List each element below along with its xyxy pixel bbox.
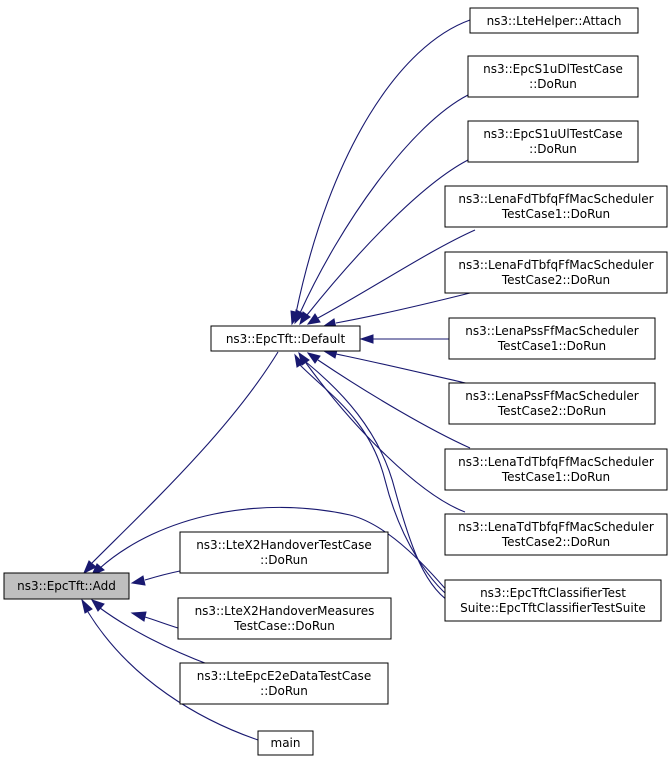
node-classifier-label-2: Suite::EpcTftClassifierTestSuite [460, 601, 646, 615]
node-x2hom-label-2: TestCase::DoRun [233, 619, 335, 633]
node-lenapss2-label-2: TestCase2::DoRun [497, 404, 606, 418]
node-lenapss1-label-1: ns3::LenaPssFfMacScheduler [465, 324, 638, 338]
edge-e2e-to-add [99, 607, 211, 666]
node-lenapss2-label-1: ns3::LenaPssFfMacScheduler [465, 389, 638, 403]
edge-fdtbfq1-to-default [317, 229, 476, 319]
node-lenatdtbfq2-label-1: ns3::LenaTdTbfqFfMacScheduler [458, 520, 654, 534]
arrow-s1udl-to-default [294, 309, 305, 325]
node-lenafdtbfq1-label-1: ns3::LenaFdTbfqFfMacScheduler [458, 192, 653, 206]
node-epctft-default-label: ns3::EpcTft::Default [226, 332, 346, 346]
edge-fdtbfq2-to-default [335, 292, 471, 324]
node-ltex2handovermeasures-testcase[interactable]: ns3::LteX2HandoverMeasures TestCase::DoR… [177, 597, 392, 640]
edge-x2hom-to-add [144, 616, 179, 629]
node-lenafdtbfq2-label-2: TestCase2::DoRun [501, 273, 610, 287]
node-lenafdtbfq1-label-2: TestCase1::DoRun [501, 207, 610, 221]
node-epcs1uul-testcase[interactable]: ns3::EpcS1uUlTestCase ::DoRun [467, 120, 639, 163]
arrow-s1uul-to-default [299, 311, 311, 326]
edge-classifier-to-add [99, 506, 461, 607]
arrow-e2e-to-add [90, 599, 105, 612]
node-lenafdtbfq-testcase2[interactable]: ns3::LenaFdTbfqFfMacScheduler TestCase2:… [444, 251, 668, 294]
node-epctftclassifier-testsuite[interactable]: ns3::EpcTftClassifierTest Suite::EpcTftC… [444, 579, 662, 622]
node-epctft-default[interactable]: ns3::EpcTft::Default [210, 325, 361, 352]
graph-nodes: ns3::EpcTft::Add ns3::EpcTft::Default ns… [3, 7, 668, 756]
node-main[interactable]: main [257, 730, 314, 756]
edge-x2ho-to-add [144, 570, 181, 581]
arrow-tdtbfq1-to-default [306, 352, 321, 364]
graph-edges [81, 19, 476, 741]
arrow-x2ho-to-add [130, 575, 146, 586]
edge-pss2-to-default [335, 353, 471, 385]
arrow-x2hom-to-add [130, 611, 147, 622]
node-ltehelper-attach[interactable]: ns3::LteHelper::Attach [469, 7, 639, 34]
node-lenatdtbfq1-label-2: TestCase1::DoRun [501, 470, 610, 484]
node-ltex2handover-testcase[interactable]: ns3::LteX2HandoverTestCase ::DoRun [179, 531, 389, 574]
node-ltehelper-attach-label: ns3::LteHelper::Attach [487, 14, 622, 28]
node-epcs1udl-label-2: ::DoRun [529, 77, 577, 91]
node-lenatdtbfq2-label-2: TestCase2::DoRun [501, 535, 610, 549]
edge-attach-to-default [295, 19, 471, 314]
edge-s1uul-to-default [306, 159, 469, 316]
node-epctft-add[interactable]: ns3::EpcTft::Add [3, 572, 130, 600]
node-epcs1udl-label-1: ns3::EpcS1uDlTestCase [483, 62, 623, 76]
node-main-label: main [271, 736, 301, 750]
edge-tdtbfq2-to-default [305, 362, 466, 513]
edge-default-to-add [91, 351, 279, 564]
node-x2hom-label-1: ns3::LteX2HandoverMeasures [195, 604, 375, 618]
node-epcs1uul-label-1: ns3::EpcS1uUlTestCase [483, 127, 622, 141]
arrow-classifier-to-default-1 [294, 353, 304, 368]
node-lteepce2edata-testcase[interactable]: ns3::LteEpcE2eDataTestCase ::DoRun [179, 662, 389, 705]
arrow-fdtbfq1-to-default [306, 313, 321, 325]
edge-classifier-to-default-2 [305, 361, 456, 606]
edge-tdtbfq1-to-default [317, 359, 471, 449]
node-lenatdtbfq-testcase2[interactable]: ns3::LenaTdTbfqFfMacScheduler TestCase2:… [444, 513, 668, 556]
arrow-main-to-add [81, 598, 93, 614]
node-x2ho-label-2: ::DoRun [260, 553, 308, 567]
node-epcs1udl-testcase[interactable]: ns3::EpcS1uDlTestCase ::DoRun [467, 55, 639, 98]
edge-classifier-to-default-1 [299, 364, 461, 606]
node-lenapss-testcase2[interactable]: ns3::LenaPssFfMacScheduler TestCase2::Do… [448, 382, 656, 425]
node-e2e-label-2: ::DoRun [260, 684, 308, 698]
node-x2ho-label-1: ns3::LteX2HandoverTestCase [196, 538, 372, 552]
node-lenapss1-label-2: TestCase1::DoRun [497, 339, 606, 353]
node-lenafdtbfq-testcase1[interactable]: ns3::LenaFdTbfqFfMacScheduler TestCase1:… [444, 185, 668, 228]
node-e2e-label-1: ns3::LteEpcE2eDataTestCase [197, 669, 371, 683]
arrow-pss1-to-default [359, 334, 374, 344]
node-lenatdtbfq-testcase1[interactable]: ns3::LenaTdTbfqFfMacScheduler TestCase1:… [444, 448, 668, 491]
arrow-default-to-add [83, 560, 97, 575]
node-lenafdtbfq2-label-1: ns3::LenaFdTbfqFfMacScheduler [458, 258, 653, 272]
edge-main-to-add [87, 611, 259, 741]
node-epctft-add-label: ns3::EpcTft::Add [17, 579, 116, 593]
node-classifier-label-1: ns3::EpcTftClassifierTest [480, 586, 626, 600]
node-epcs1uul-label-2: ::DoRun [529, 142, 577, 156]
node-lenapss-testcase1[interactable]: ns3::LenaPssFfMacScheduler TestCase1::Do… [448, 317, 656, 360]
edge-s1udl-to-default [299, 94, 469, 314]
node-lenatdtbfq1-label-1: ns3::LenaTdTbfqFfMacScheduler [458, 455, 654, 469]
